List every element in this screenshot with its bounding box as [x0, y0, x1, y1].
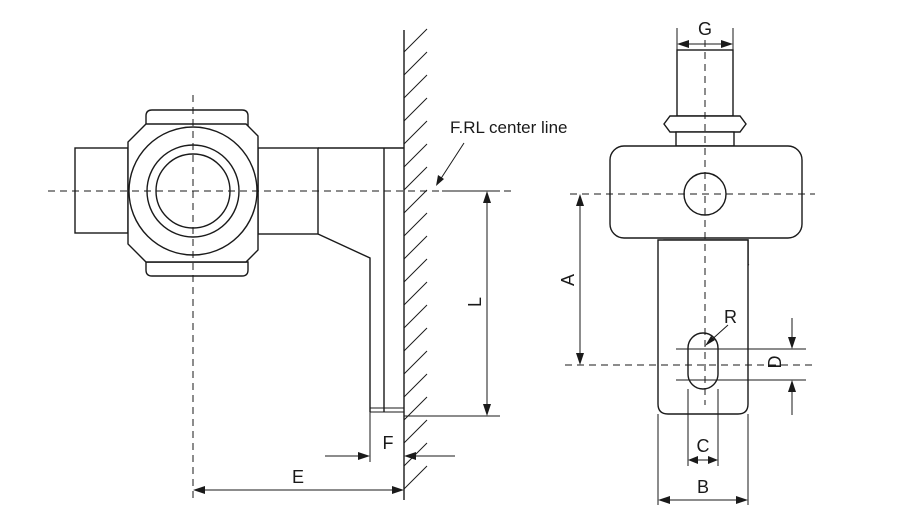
dimension-F: F [325, 412, 455, 462]
center-line-label: F.RL center line [450, 118, 567, 137]
label-B: B [697, 477, 709, 497]
center-line-leader [439, 142, 465, 181]
mounting-slot [687, 332, 719, 390]
label-L: L [465, 297, 485, 307]
label-A: A [558, 274, 578, 286]
label-R: R [724, 307, 737, 327]
label-F: F [383, 433, 394, 453]
label-E: E [292, 467, 304, 487]
dimension-R: R [705, 307, 737, 346]
center-line-leader-arrow [436, 175, 444, 186]
dimension-A: A [558, 194, 584, 365]
dimension-G: G [676, 19, 734, 50]
label-D: D [765, 356, 785, 369]
right-view: G A R D C [558, 19, 815, 505]
left-view: F.RL center line L F E [48, 28, 567, 500]
wall-hatching [403, 28, 428, 490]
top-flat [145, 109, 249, 127]
dimension-E: E [193, 467, 404, 494]
bottom-flat [145, 261, 249, 277]
dimension-L: L [404, 190, 500, 417]
bracket-plate [657, 239, 749, 415]
label-C: C [697, 436, 710, 456]
head-block [609, 145, 803, 239]
label-G: G [698, 19, 712, 39]
dimension-D: D [765, 318, 796, 415]
bracket-outline [317, 147, 404, 412]
dimension-B: B [657, 414, 749, 505]
dimension-C: C [687, 389, 719, 466]
